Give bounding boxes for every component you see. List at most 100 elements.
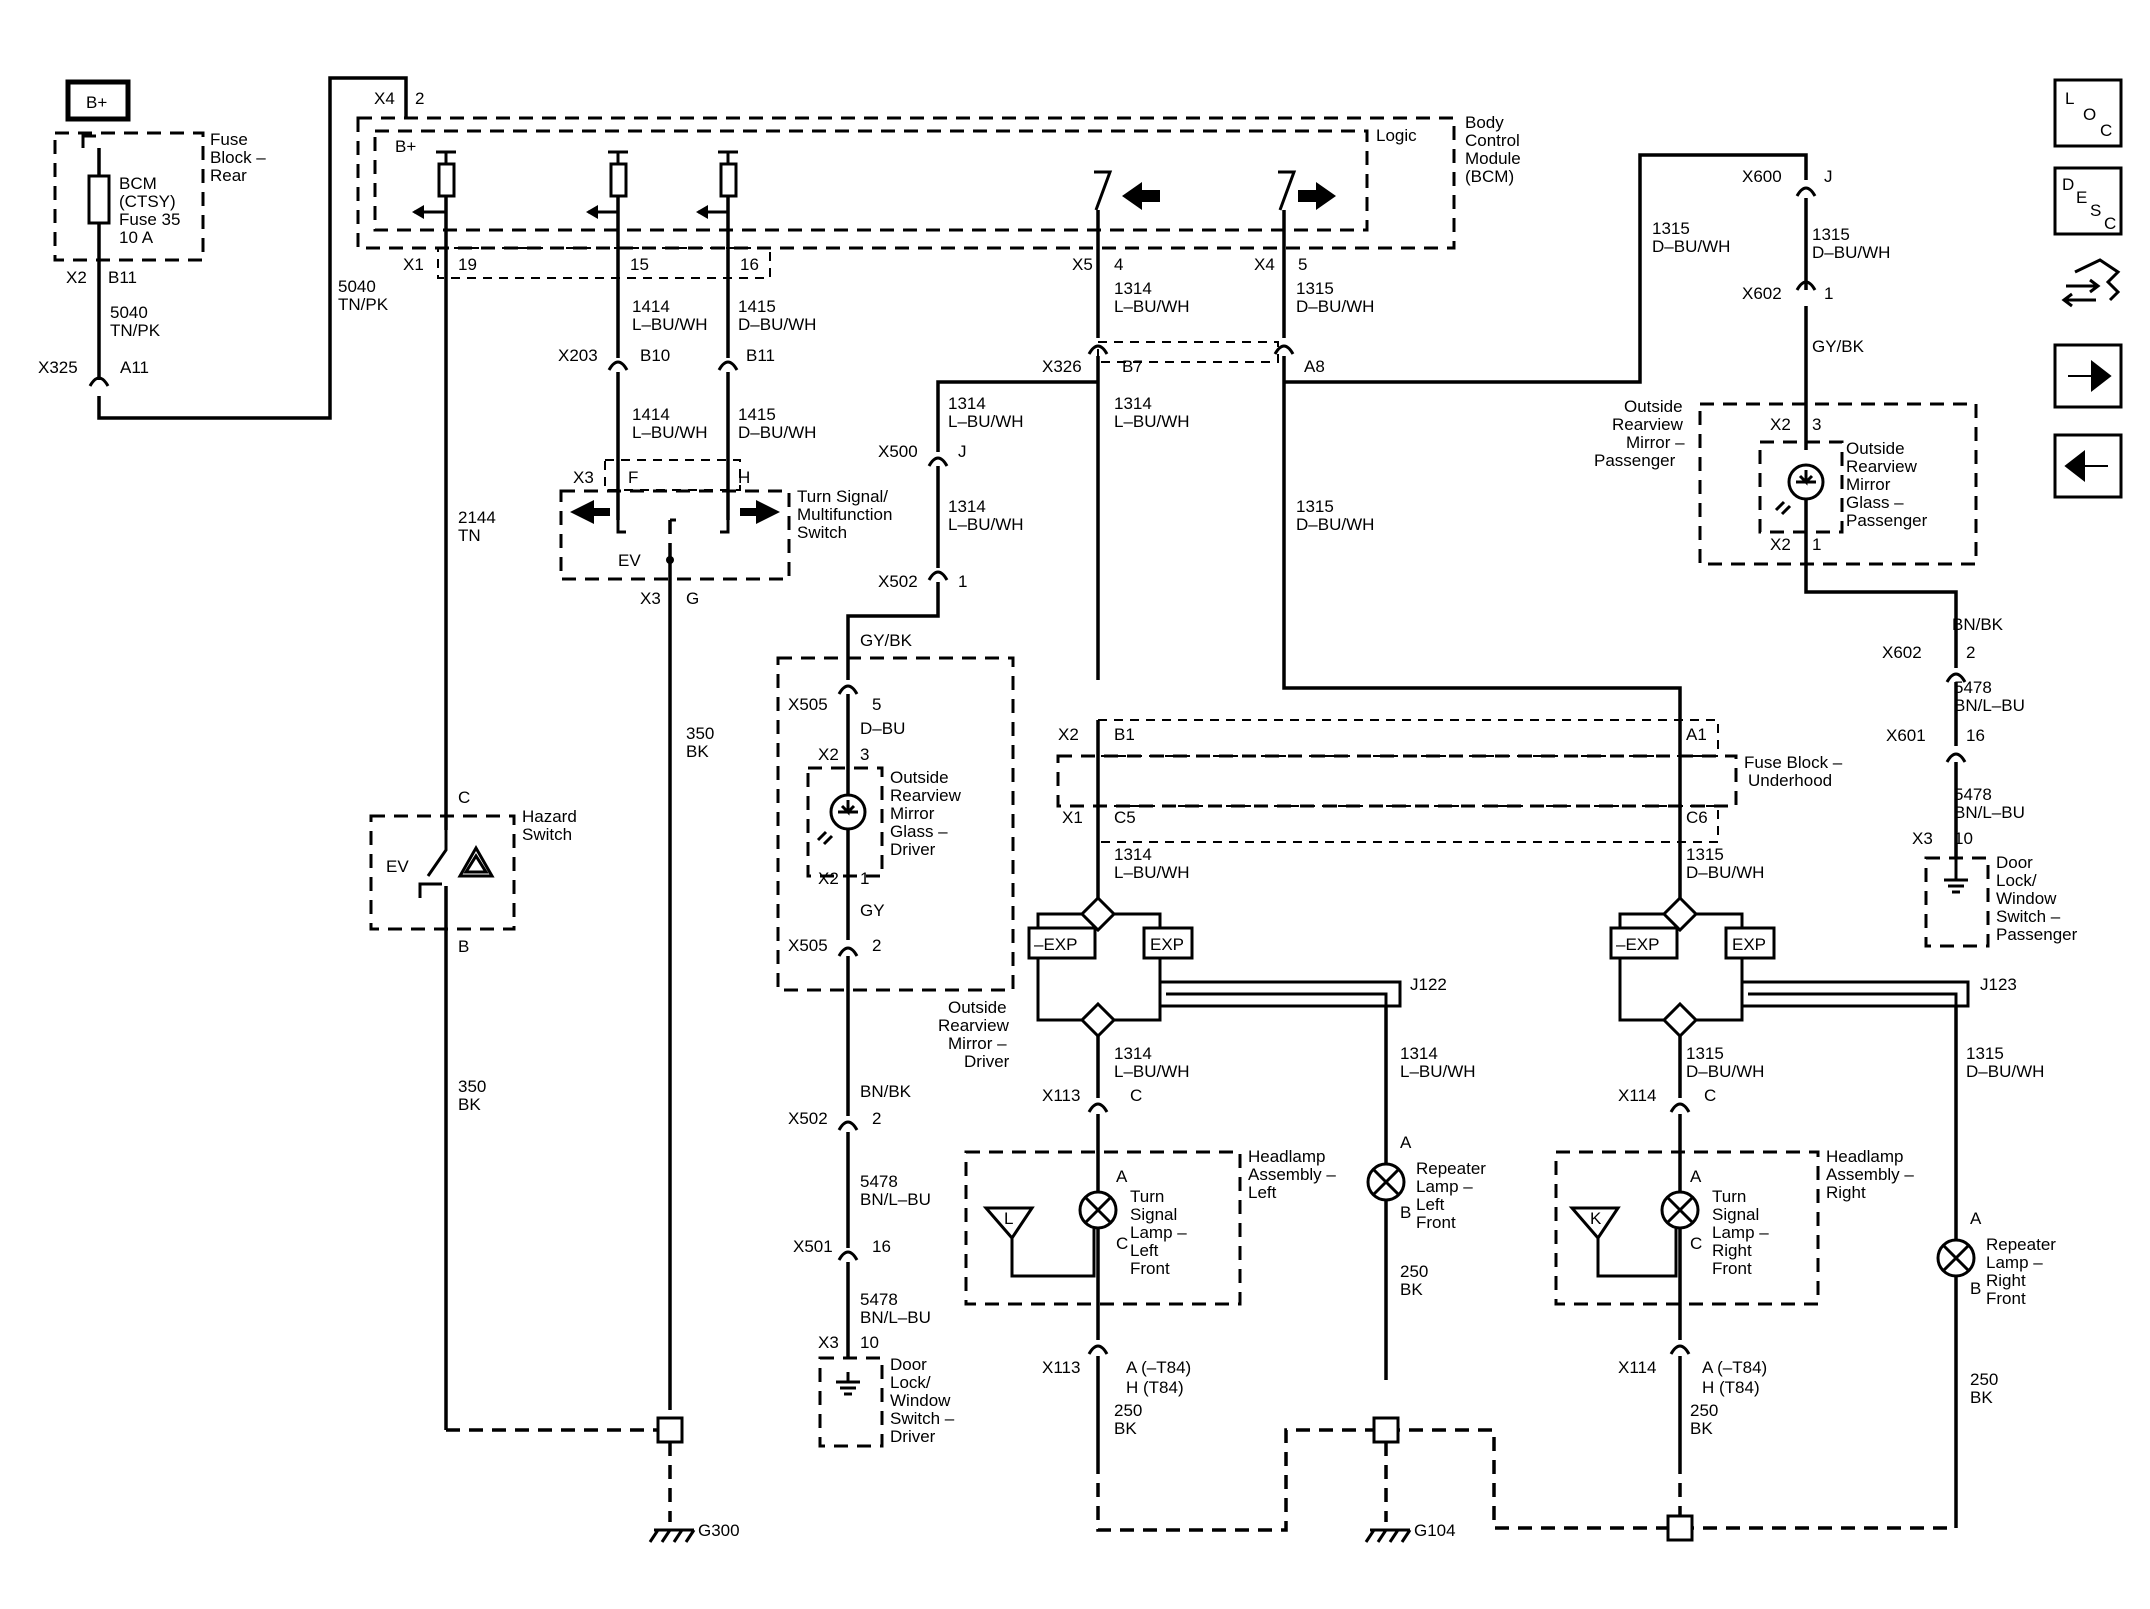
- turn-lamp-right-label: Turn Signal Lamp – Right Front: [1712, 1187, 1773, 1278]
- ground-g300-label: G300: [698, 1521, 740, 1540]
- circuit-label: 1315: [1686, 845, 1724, 864]
- circuit-label: 2144: [458, 508, 496, 527]
- connector-x505-2: [837, 946, 859, 957]
- circuit-label: 3: [860, 745, 869, 764]
- bcm-driver-hazard: [412, 150, 456, 219]
- exp-left-label: EXP: [1150, 935, 1184, 954]
- connector-x326-b7: [1087, 344, 1109, 355]
- circuit-label: X3: [1912, 829, 1933, 848]
- circuit-label: X601: [1886, 726, 1926, 745]
- circuit-label: C: [1130, 1086, 1142, 1105]
- mirror-passenger-box: [1698, 402, 1978, 566]
- circuit-label: 16: [872, 1237, 891, 1256]
- fuse-underhood-box: [1056, 754, 1738, 808]
- circuit-label: X3: [573, 468, 594, 487]
- circuit-label: X3: [640, 589, 661, 608]
- circuit-label: H (T84): [1126, 1378, 1184, 1397]
- circuit-label: BK: [686, 742, 709, 761]
- connector-x113-a: [1087, 1344, 1109, 1355]
- lamp-k-symbol: K: [1568, 1206, 1678, 1278]
- headlamp-left-label: Headlamp Assembly – Left: [1248, 1147, 1341, 1202]
- circuit-label: L–BU/WH: [632, 423, 708, 442]
- connector-x502-2: [837, 1120, 859, 1131]
- bcm-ctsy-fuse: [81, 134, 111, 260]
- circuit-label: 1314: [948, 497, 986, 516]
- splice-right-ground: [1666, 1514, 1694, 1542]
- circuit-label: L–BU/WH: [1114, 1062, 1190, 1081]
- circuit-label: D–BU/WH: [1966, 1062, 2044, 1081]
- mirror-driver-box: [776, 656, 1015, 992]
- lamp-l-symbol: L: [982, 1206, 1096, 1278]
- circuit-label: X113: [1042, 1358, 1080, 1377]
- next-page-button[interactable]: [2053, 343, 2123, 409]
- ground-icon-door-passenger: [1944, 858, 1968, 894]
- circuit-label: 2: [872, 936, 881, 955]
- circuit-label: GY/BK: [860, 631, 913, 650]
- circuit-label: TN/PK: [110, 321, 161, 340]
- hazard-switch-contact: EV: [386, 830, 495, 1430]
- bcm-logic-box: [373, 129, 1369, 232]
- fuse-underhood-x2-box: [1097, 719, 1719, 757]
- bcm-left-turn-output: [1094, 170, 1160, 211]
- circuit-label: BK: [1690, 1419, 1713, 1438]
- connector-x114-a: [1669, 1344, 1691, 1355]
- svg-text:B+: B+: [86, 93, 107, 112]
- exp-splice-right: [1609, 895, 1776, 1039]
- circuit-label: 5040: [110, 303, 148, 322]
- turn-signal-switch-label: Turn Signal/ Multifunction Switch: [797, 487, 897, 542]
- circuit-label: J: [1824, 167, 1833, 186]
- fuse-block-rear-box: [53, 131, 205, 262]
- exp-right-label: EXP: [1732, 935, 1766, 954]
- ground-network-g104: [1096, 1428, 1956, 1532]
- circuit-label: X113: [1042, 1086, 1080, 1105]
- connector-x203-b11: [717, 360, 739, 371]
- connector-view-icon[interactable]: [2061, 258, 2121, 308]
- circuit-label: X4: [374, 89, 395, 108]
- circuit-label: C: [1704, 1086, 1716, 1105]
- circuit-label: X203: [558, 346, 598, 365]
- wire-1314-to-mirror: [846, 380, 1098, 680]
- circuit-label: 350: [458, 1077, 486, 1096]
- wire-5040-a: [97, 76, 408, 420]
- repeater-lamp-left-label: Repeater Lamp – Left Front: [1416, 1159, 1491, 1232]
- circuit-label: B10: [640, 346, 670, 365]
- circuit-label: BK: [1114, 1419, 1137, 1438]
- svg-text:L: L: [1004, 1209, 1013, 1228]
- description-button[interactable]: D E S C: [2053, 166, 2123, 236]
- circuit-label: A: [1970, 1209, 1982, 1228]
- battery-bplus-label: B+: [65, 79, 131, 122]
- circuit-label: X2: [1770, 415, 1791, 434]
- svg-text:EV: EV: [386, 857, 409, 876]
- svg-text:E: E: [2076, 188, 2087, 207]
- circuit-label: X5: [1072, 255, 1093, 274]
- repeater-lamp-left-icon: [1366, 1162, 1406, 1202]
- bcm-driver-left-switch: [586, 150, 628, 219]
- circuit-label: 1415: [738, 405, 776, 424]
- circuit-label: D–BU/WH: [738, 423, 816, 442]
- bcm-driver-right-switch: [696, 150, 738, 219]
- circuit-label: BN/L–BU: [860, 1308, 931, 1327]
- circuit-label: 16: [1966, 726, 1985, 745]
- circuit-label: L–BU/WH: [948, 515, 1024, 534]
- circuit-label: D–BU/WH: [1686, 863, 1764, 882]
- splice-g104: [1372, 1416, 1400, 1444]
- previous-page-button[interactable]: [2053, 433, 2123, 499]
- circuit-label: D–BU/WH: [1296, 297, 1374, 316]
- circuit-label: J: [958, 442, 967, 461]
- headlamp-left-box: [964, 1150, 1242, 1306]
- circuit-label: B11: [108, 268, 137, 287]
- circuit-label: 1: [958, 572, 967, 591]
- location-button[interactable]: L O C: [2053, 78, 2123, 148]
- circuit-label: 1415: [738, 297, 776, 316]
- circuit-label: X2: [1770, 535, 1791, 554]
- circuit-label: GY/BK: [1812, 337, 1865, 356]
- circuit-label: 5: [872, 695, 881, 714]
- circuit-label: 1315: [1966, 1044, 2004, 1063]
- circuit-label: X505: [788, 695, 828, 714]
- circuit-label: L–BU/WH: [1114, 297, 1190, 316]
- hazard-switch-label: Hazard Switch: [522, 807, 582, 844]
- fuse-underhood-label: Fuse Block – Underhood: [1744, 753, 1847, 790]
- circuit-label: X600: [1742, 167, 1782, 186]
- turn-lamp-left-icon: [1078, 1190, 1118, 1230]
